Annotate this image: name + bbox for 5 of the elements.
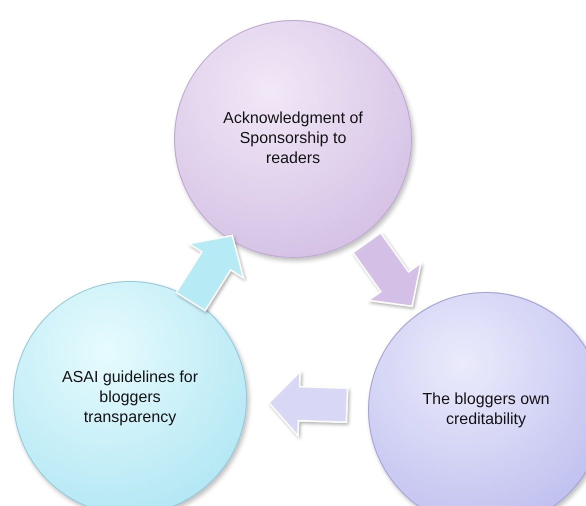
block-arrow: [352, 232, 422, 308]
node-label: Acknowledgment of Sponsorship to readers: [222, 109, 364, 169]
node-label: The bloggers own creditability: [421, 390, 551, 430]
block-arrow: [175, 234, 245, 312]
node-label: ASAI guidelines for bloggers transparency: [60, 368, 200, 428]
